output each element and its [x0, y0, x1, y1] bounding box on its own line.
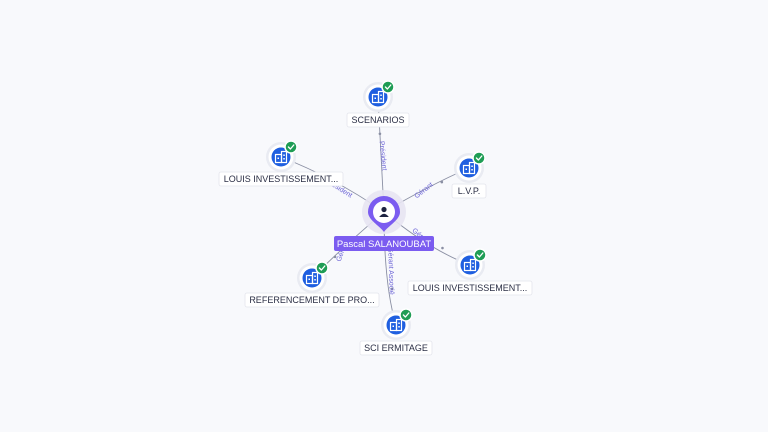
edge-label: Président — [377, 141, 387, 171]
node-label: SCI ERMITAGE — [364, 343, 428, 353]
check-badge-icon — [473, 248, 487, 262]
edge-arrow-marker — [441, 246, 444, 250]
company-node-lvp[interactable]: L.V.P. — [451, 151, 487, 199]
node-label-background — [244, 292, 380, 308]
center-label-background — [334, 236, 434, 251]
company-building-icon — [463, 258, 477, 272]
edge-arrow-marker — [390, 287, 394, 291]
nodes-layer: SCENARIOS LOUIS INVESTISSEMENT... L.V.P. LO… — [218, 80, 533, 356]
company-building-icon — [389, 318, 403, 332]
node-label-background — [359, 340, 433, 356]
node-label: LOUIS INVESTISSEMENT... — [413, 283, 528, 293]
node-label: SCENARIOS — [351, 115, 404, 125]
company-node-scenarios[interactable]: SCENARIOS — [346, 80, 410, 128]
check-badge-icon — [399, 308, 413, 322]
check-badge-icon — [472, 151, 486, 165]
check-badge-icon — [284, 140, 298, 154]
edge-arrow-marker — [333, 255, 337, 259]
node-label: L.V.P. — [458, 186, 481, 196]
check-badge-icon — [381, 80, 395, 94]
company-node-referencement[interactable]: REFERENCEMENT DE PRO... — [244, 261, 380, 308]
node-label-background — [346, 112, 410, 128]
node-label-background — [218, 171, 344, 187]
node-label: LOUIS INVESTISSEMENT... — [224, 174, 339, 184]
company-node-louis2[interactable]: LOUIS INVESTISSEMENT... — [407, 248, 533, 296]
company-building-icon — [462, 161, 476, 175]
edge-label: Gérant Associé — [386, 247, 395, 295]
company-node-louis1[interactable]: LOUIS INVESTISSEMENT... — [218, 140, 344, 187]
edge-arrow-marker — [378, 132, 382, 136]
edge-arrow-marker — [440, 180, 444, 184]
node-label-background — [407, 280, 533, 296]
company-building-icon — [274, 150, 288, 164]
edge-label: Gérant — [413, 181, 434, 200]
company-building-icon — [305, 271, 319, 285]
check-badge-icon — [315, 261, 329, 275]
company-node-sci[interactable]: SCI ERMITAGE — [359, 308, 433, 356]
person-icon — [379, 206, 389, 217]
node-label: REFERENCEMENT DE PRO... — [249, 295, 374, 305]
center-person-label: Pascal SALANOUBAT — [337, 239, 432, 250]
company-building-icon — [371, 90, 385, 104]
node-label-background — [451, 183, 487, 199]
center-person-node[interactable]: Pascal SALANOUBAT — [334, 190, 434, 251]
